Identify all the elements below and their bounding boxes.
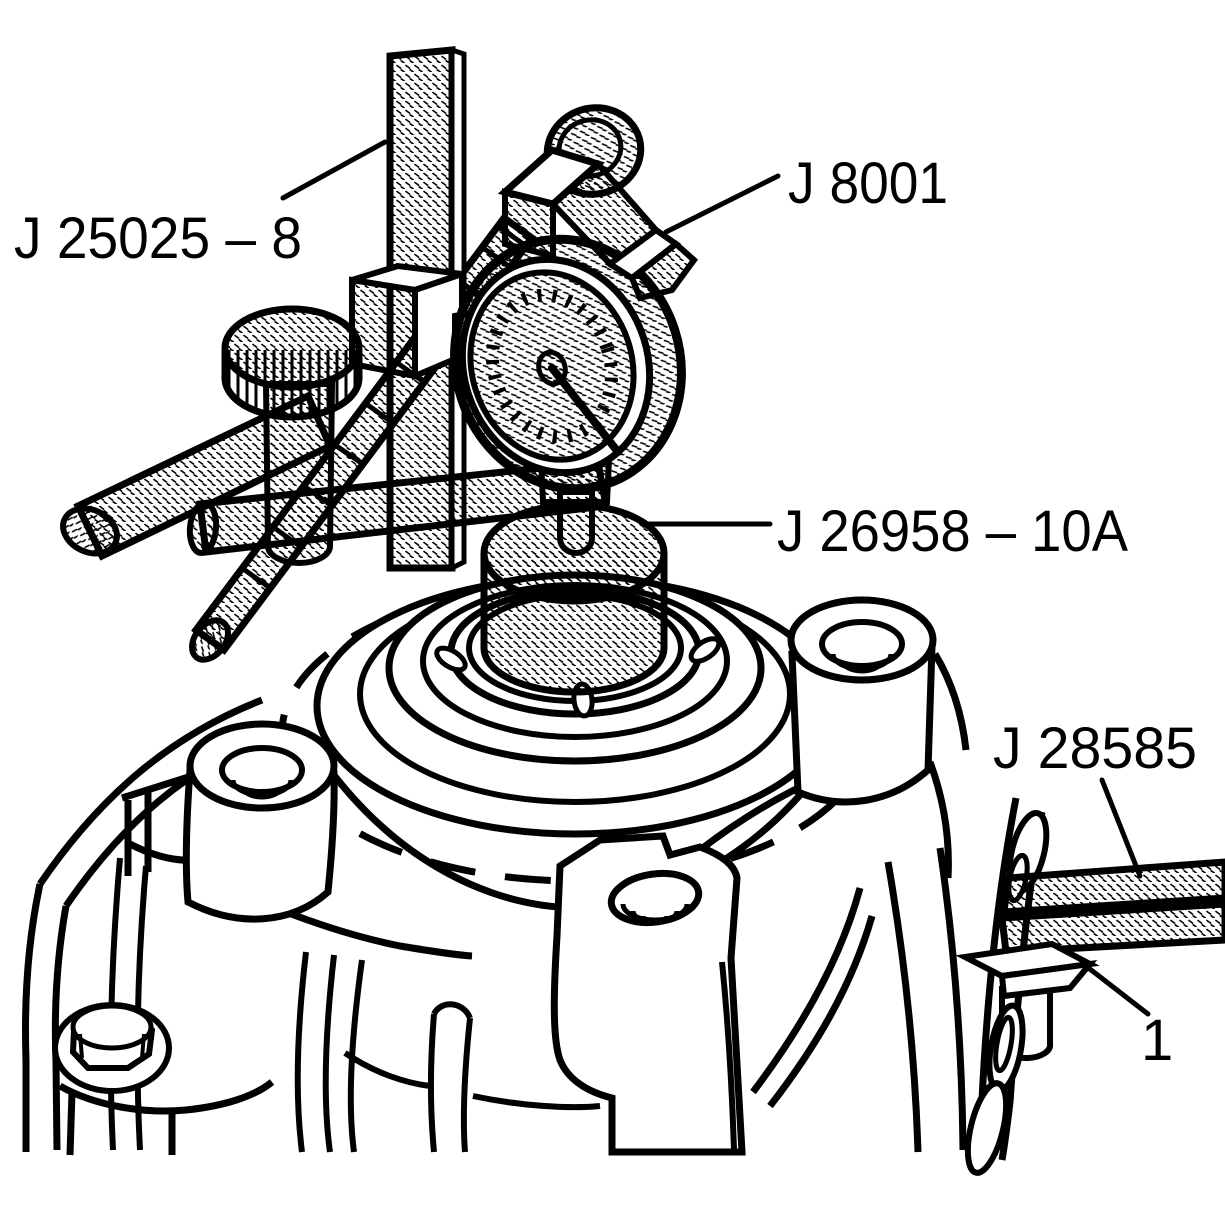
installer-label: J 28585 [993, 716, 1197, 781]
edge-slot-lower [964, 1080, 1010, 1176]
installer-bar-top-strip [1000, 858, 1225, 916]
item-1-label: 1 [1141, 1008, 1173, 1073]
adapter-label: J 26958 – 10A [777, 499, 1128, 564]
left-boss-thread-spiral [230, 779, 294, 800]
right-threaded-boss [787, 596, 937, 806]
installer-bar-bottom-strip [998, 900, 1225, 956]
left-boss-hole [219, 745, 305, 795]
post-label: J 25025 – 8 [14, 206, 302, 271]
indicator-plunger [557, 489, 595, 556]
dial-indicator [450, 104, 699, 556]
right-boss-thread-spiral [830, 653, 894, 674]
bolt-facet-lines [78, 1033, 146, 1059]
right-boss-hole [819, 619, 905, 669]
flange-oval-hole-right [688, 636, 722, 664]
knurled-clamp-knob [221, 305, 363, 566]
seal-installer-bar [998, 858, 1225, 956]
center-boss-thread-spiral [620, 903, 690, 925]
right-boss-body [788, 642, 936, 806]
bolt-head-top [70, 1003, 154, 1051]
case-right-edge-panel [964, 797, 1054, 1176]
leader-installer-label [1099, 777, 1143, 879]
upper-rod-clamp [497, 146, 699, 302]
edge-slot-ring-inner [993, 1014, 1015, 1074]
leader-dial-label [663, 173, 781, 235]
left-threaded-boss [182, 720, 338, 923]
callouts: J 25025 – 8 J 8001 J 26958 – 10A J 28585… [14, 139, 1197, 1073]
wedge-front-face [998, 959, 1098, 1000]
flange-oval-hole-left [434, 645, 468, 673]
center-threaded-boss [550, 832, 746, 1156]
case-ribs [107, 857, 601, 1153]
case-left-outline [22, 696, 473, 1156]
leader-item1-label [1083, 963, 1151, 1017]
left-rod-end-cap [60, 505, 120, 557]
mount-lug [628, 240, 699, 302]
horizontal-rod-end-cap [186, 500, 220, 556]
knob-stem [262, 381, 336, 566]
center-boss-edges [554, 865, 740, 1151]
hex-bolt [52, 1002, 172, 1094]
center-boss-body [550, 832, 746, 1156]
knob-top-face [221, 305, 363, 391]
threaded-rod-end-cap [189, 617, 231, 663]
leader-post-label [280, 139, 388, 201]
dial-tick-ring [486, 288, 618, 444]
wedge-item-1 [955, 940, 1100, 1000]
dial-needle-hub [536, 349, 568, 387]
dial-indicator-label: J 8001 [788, 151, 948, 216]
clamp-front-face [502, 188, 556, 260]
left-boss-body [182, 766, 338, 923]
